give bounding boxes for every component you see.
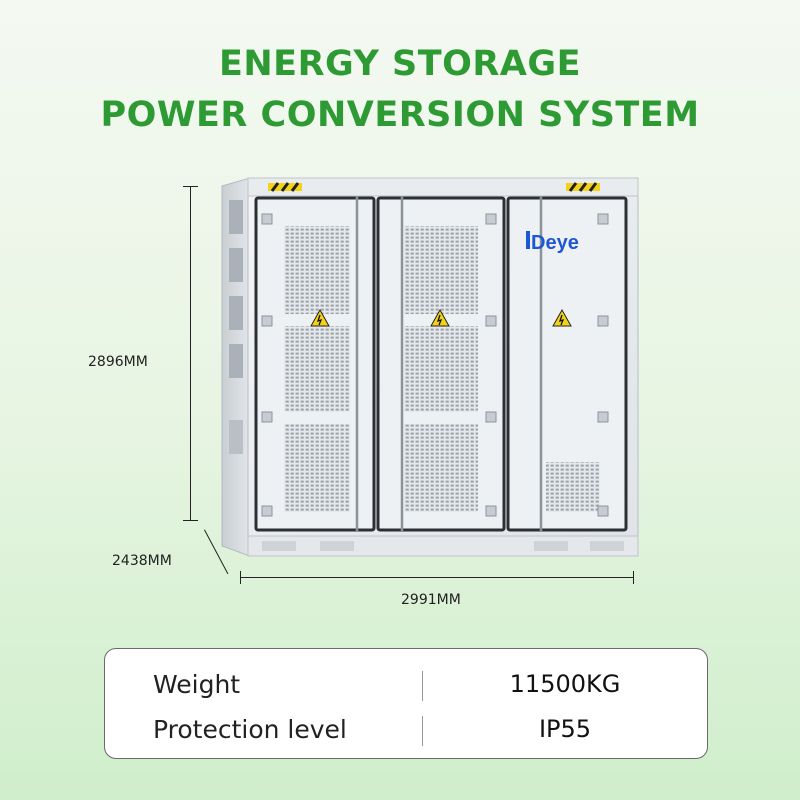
height-dimension-label: 2896MM — [88, 354, 148, 370]
spec-value-protection-level: IP55 — [538, 715, 592, 743]
spec-label-protection-level: Protection level — [153, 715, 347, 744]
spec-label-weight: Weight — [153, 670, 241, 699]
side-vents — [229, 200, 243, 454]
door-middle-vent-mid — [404, 326, 478, 412]
spec-row-weight: Weight 11500KG — [105, 659, 707, 709]
height-dimension-cap-top — [183, 186, 198, 187]
title-line-2: POWER CONVERSION SYSTEM — [100, 95, 700, 135]
depth-dimension-label: 2438MM — [112, 553, 172, 569]
width-dimension-label: 2991MM — [401, 592, 461, 608]
title-line-1: ENERGY STORAGE — [218, 44, 582, 84]
spec-table: Weight 11500KG Protection level IP55 — [104, 648, 708, 759]
width-dimension-cap-right — [633, 571, 634, 584]
top-hazard-stripes — [268, 182, 600, 192]
spec-value-weight: 11500KG — [509, 670, 621, 698]
height-dimension-line — [190, 186, 191, 520]
deye-logo: Deye — [526, 231, 579, 254]
door-left-vent-bottom — [284, 424, 350, 512]
door-middle-vent-bottom — [404, 424, 478, 512]
door-right-vent-bottom — [546, 462, 600, 512]
door-left-vent-top — [284, 226, 350, 314]
spec-separator — [422, 716, 423, 746]
width-dimension-line — [240, 577, 634, 578]
bottom-fork-pockets — [262, 541, 624, 551]
spec-separator — [422, 671, 423, 701]
deye-logo-text: Deye — [531, 232, 579, 254]
door-left-vent-mid — [284, 326, 350, 412]
door-right — [506, 196, 628, 532]
height-dimension-cap-bottom — [183, 520, 198, 521]
spec-row-protection-level: Protection level IP55 — [105, 706, 707, 756]
door-middle-vent-top — [404, 226, 478, 314]
width-dimension-cap-left — [240, 571, 241, 584]
